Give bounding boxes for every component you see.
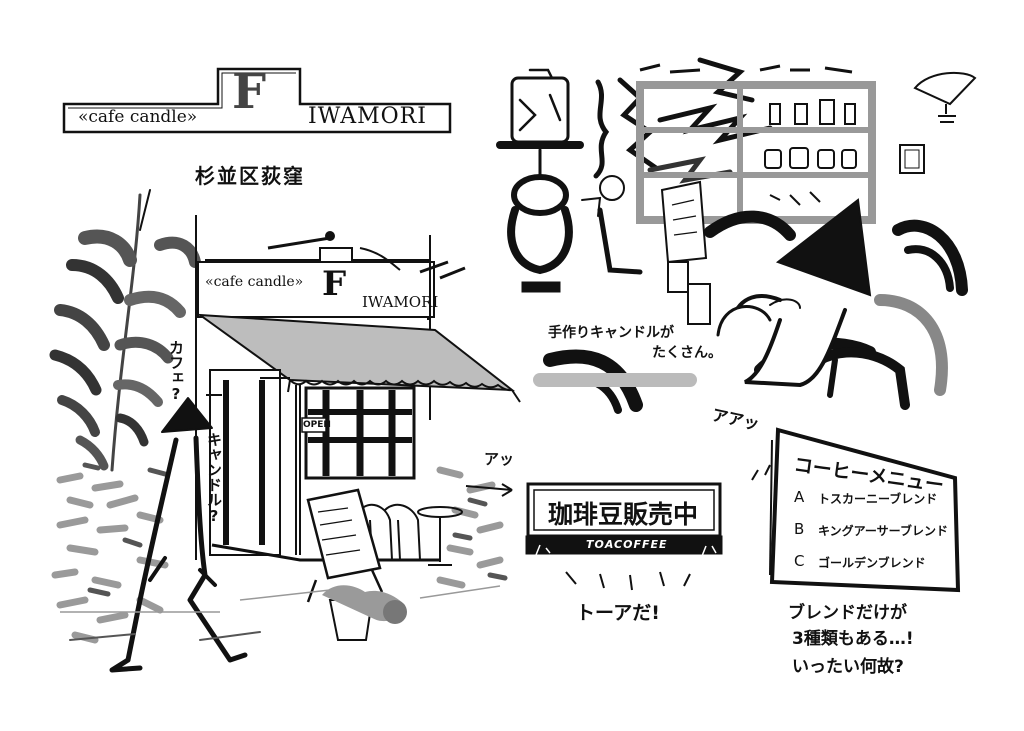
walker-thought-candle: キャンドル? <box>205 432 223 525</box>
header-logo-cafe-name: «cafe candle» <box>78 107 198 127</box>
menu-item-letter: B <box>794 520 805 538</box>
menu-item-name: ゴールデンブレンド <box>818 556 926 570</box>
toa-sign-brand: TOACOFFEE <box>586 538 668 551</box>
planter <box>322 585 407 641</box>
menu-item-letter: A <box>794 488 805 506</box>
outdoor-furniture <box>359 503 463 566</box>
a-board <box>306 488 384 603</box>
interior-poster <box>660 180 711 325</box>
header-logo-shop-name: IWAMORI <box>308 104 427 129</box>
menu-caption-line1: ブレンドだけが <box>788 603 907 623</box>
wall-lamp <box>899 71 977 174</box>
menu-item-name: トスカーニーブレンド <box>818 492 938 506</box>
pavement <box>60 585 501 613</box>
interior-figure <box>716 198 872 388</box>
storefront <box>206 369 440 562</box>
interior-caption-line1: 手作りキャンドルが <box>548 325 674 341</box>
storefront-sign-cafe-name: «cafe candle» <box>205 274 304 290</box>
exclamation-near-sign: アッ <box>484 450 515 468</box>
interior-caption-line2: たくさん。 <box>652 345 722 361</box>
menu-item-letter: C <box>794 552 805 570</box>
door-plate: OPEN <box>303 420 331 430</box>
siphon-coffee-maker <box>496 68 643 293</box>
menu-caption-line2: 3種類もある…! <box>792 629 914 649</box>
cafe-building <box>195 215 466 560</box>
header-logo-letter: F <box>232 64 267 120</box>
header-logo-frame <box>62 67 452 134</box>
wall-scribbles <box>593 57 773 184</box>
palm-plant <box>49 189 201 472</box>
toa-caption: トーアだ! <box>576 602 660 624</box>
toa-sign-title: 珈琲豆販売中 <box>548 500 699 529</box>
menu-caption-line3: いったい何故? <box>792 657 904 677</box>
candle-shelf <box>636 62 876 224</box>
toa-sign-frame <box>465 482 723 591</box>
walker-thought-cafe: カフェ? <box>167 340 185 403</box>
storefront-sign-shop-name: IWAMORI <box>362 293 439 311</box>
walking-figure <box>69 397 261 673</box>
interior-chairs <box>533 210 968 414</box>
menu-item-name: キングアーサーブレンド <box>818 524 948 538</box>
location-label: 杉並区荻窪 <box>195 164 305 188</box>
menu-board-frame <box>751 427 961 593</box>
shrubs-dark <box>82 462 508 597</box>
storefront-sign-letter: F <box>322 264 347 304</box>
